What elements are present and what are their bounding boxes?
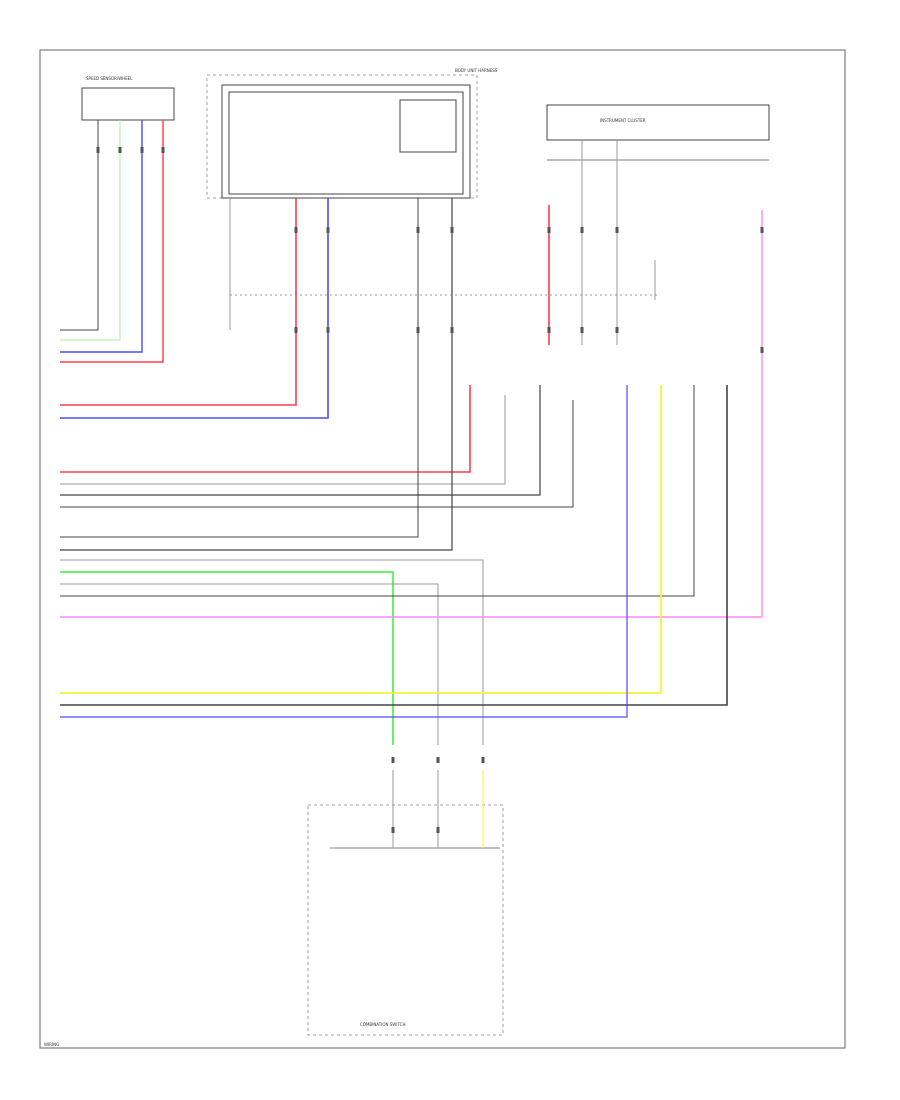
connector-pin [450, 327, 454, 333]
wire-gray-c [60, 583, 439, 745]
connector-pin [436, 827, 440, 833]
instrument-cluster-label: INSTRUMENT CLUSTER [600, 118, 646, 123]
wire-ss-4 [60, 120, 164, 363]
speed-sensor-connector-box [81, 87, 175, 121]
wire-ss-1 [60, 120, 99, 331]
wire-blue-b [60, 385, 628, 718]
wire-dark-b [60, 400, 574, 508]
connector-pin [118, 147, 122, 153]
connector-pin [580, 327, 584, 333]
body-unit-inner [228, 91, 464, 195]
relay-box [399, 99, 457, 153]
wire-yellow [60, 385, 662, 694]
connector-pin [450, 227, 454, 233]
connector-pin [436, 757, 440, 763]
wire-harness-red [60, 198, 297, 406]
connector-pin [481, 757, 485, 763]
wire-red-long [60, 385, 471, 473]
connector-pin [326, 327, 330, 333]
connector-pin [547, 227, 551, 233]
connector-pin [416, 327, 420, 333]
connector-pin [391, 827, 395, 833]
wire-dark-e [60, 385, 695, 597]
speed-sensor-connector-label: SPEED SENSOR/WHEEL [86, 76, 133, 81]
body-unit-harness-outline [206, 74, 478, 199]
wire-harness-blue [60, 198, 329, 419]
wire-ss-2 [60, 120, 121, 341]
wire-ss-3 [60, 120, 143, 353]
wire-dark-a [60, 385, 541, 496]
connector-pin [615, 327, 619, 333]
wire-dark-c [60, 198, 419, 538]
connector-pin [161, 147, 165, 153]
connector-pin [547, 327, 551, 333]
connector-pin [580, 227, 584, 233]
connector-pin [391, 757, 395, 763]
connector-pin [294, 227, 298, 233]
connector-pin [326, 227, 330, 233]
wire-pink [60, 210, 763, 618]
wires-group [60, 120, 763, 848]
combination-switch-outline [307, 804, 504, 1036]
diagram-frame [39, 49, 846, 1049]
footer-label: WIRING [44, 1042, 59, 1047]
wire-dark-d [60, 198, 453, 551]
connector-pin [416, 227, 420, 233]
body-unit-harness-label: BODY UNIT HARNESS [455, 68, 498, 73]
connector-pin [294, 327, 298, 333]
wire-gray-a [60, 395, 506, 485]
pins-group [96, 147, 764, 833]
wire-dark-f [60, 385, 728, 706]
combination-switch-label: COMBINATION SWITCH [360, 1022, 405, 1027]
wire-gray-b [60, 559, 484, 745]
instrument-cluster-box [546, 104, 770, 141]
body-unit-inner-outer [221, 84, 471, 199]
connector-pin [760, 347, 764, 353]
connector-pin [96, 147, 100, 153]
connector-pin [615, 227, 619, 233]
connector-pin [760, 227, 764, 233]
connector-pin [140, 147, 144, 153]
wire-green [60, 571, 394, 745]
